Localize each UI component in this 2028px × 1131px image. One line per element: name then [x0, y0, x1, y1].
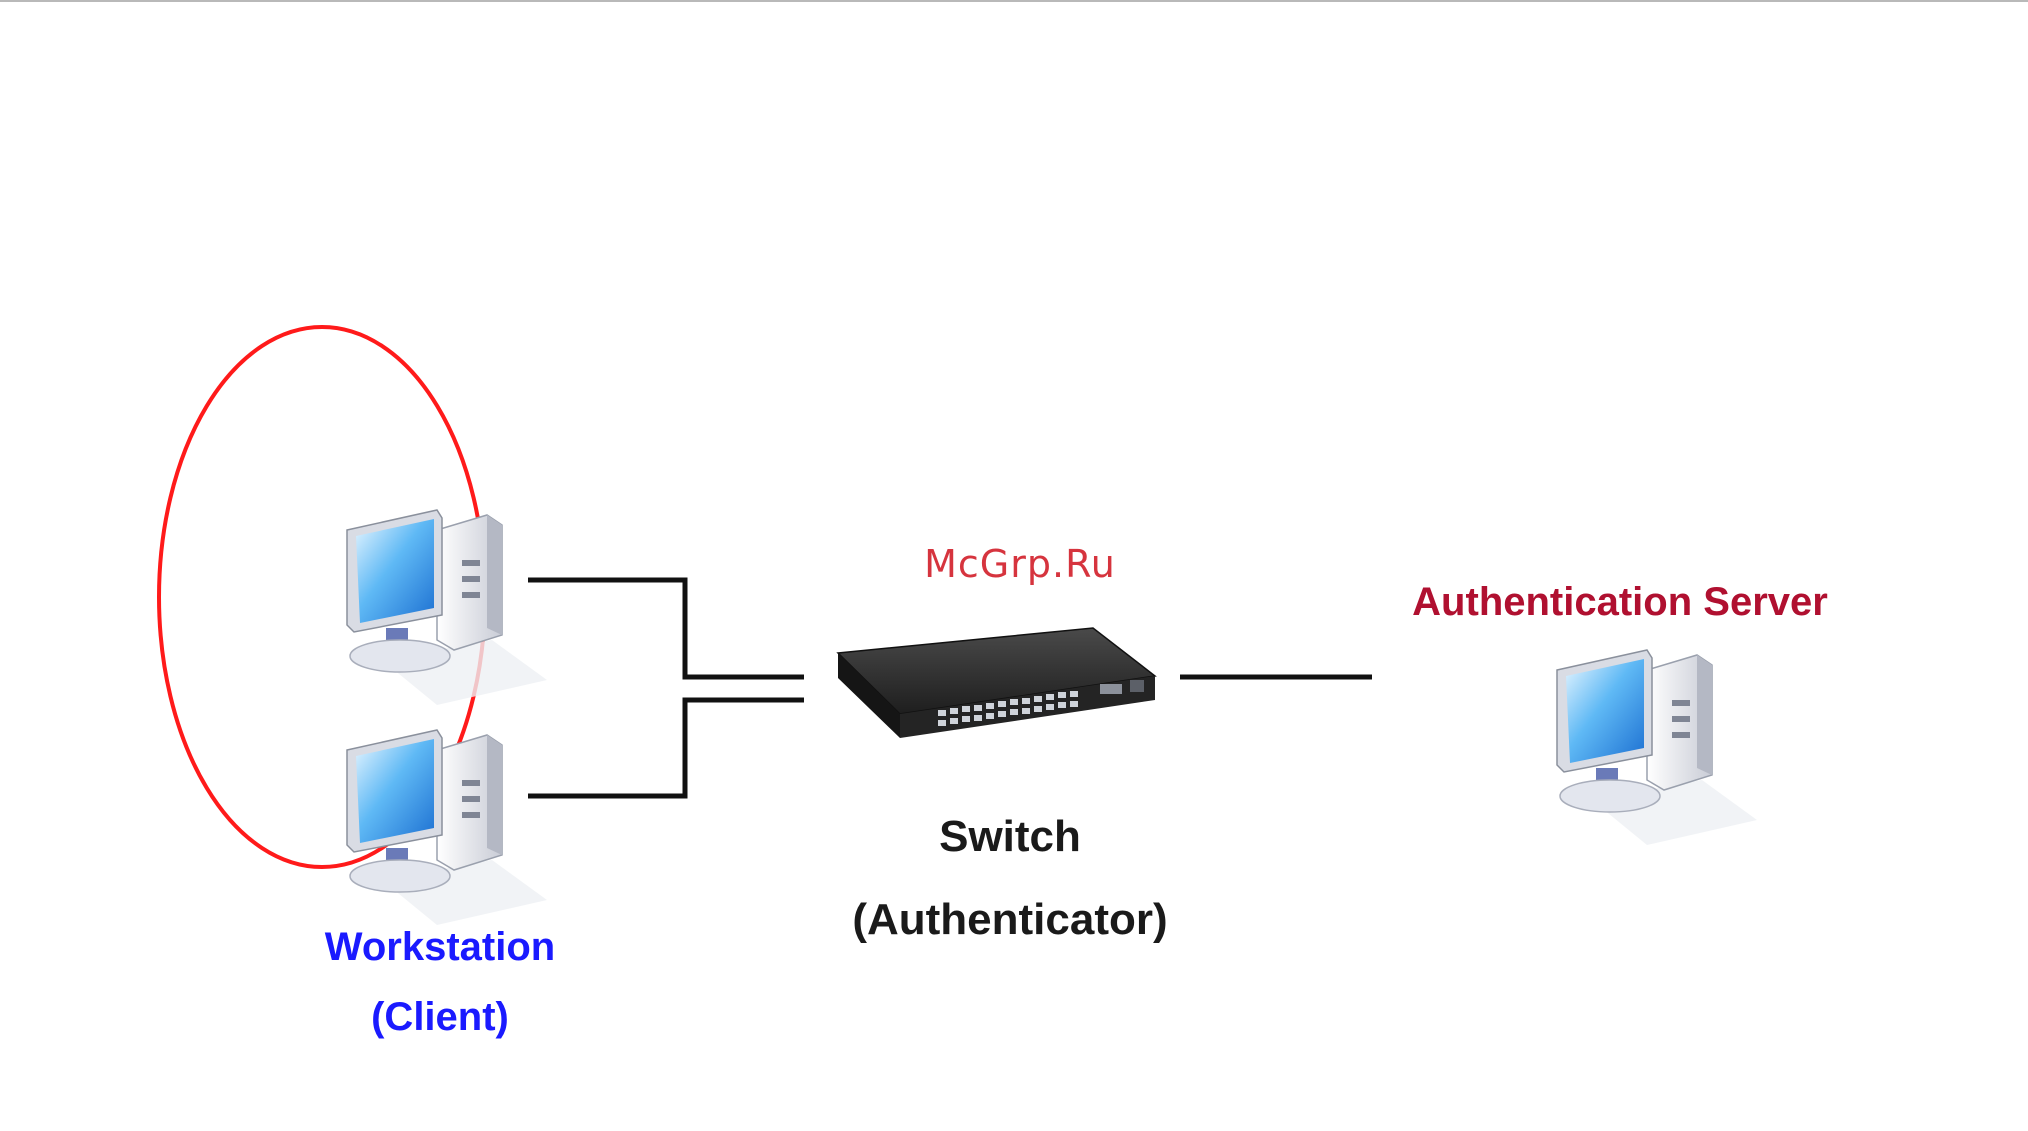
authentication-server-label: Authentication Server [1395, 580, 1845, 625]
workstation-label: Workstation [300, 925, 580, 970]
watermark-text: McGrp.Ru [900, 542, 1140, 586]
switch-label: Switch [860, 812, 1160, 862]
network-switch-icon [838, 628, 1155, 738]
client-label: (Client) [300, 995, 580, 1040]
client-links [528, 580, 804, 796]
authentication-server-computer-icon [1557, 650, 1757, 845]
workstation-1-computer-icon [347, 510, 547, 705]
workstation-2-computer-icon [347, 730, 547, 925]
authenticator-label: (Authenticator) [800, 895, 1220, 945]
